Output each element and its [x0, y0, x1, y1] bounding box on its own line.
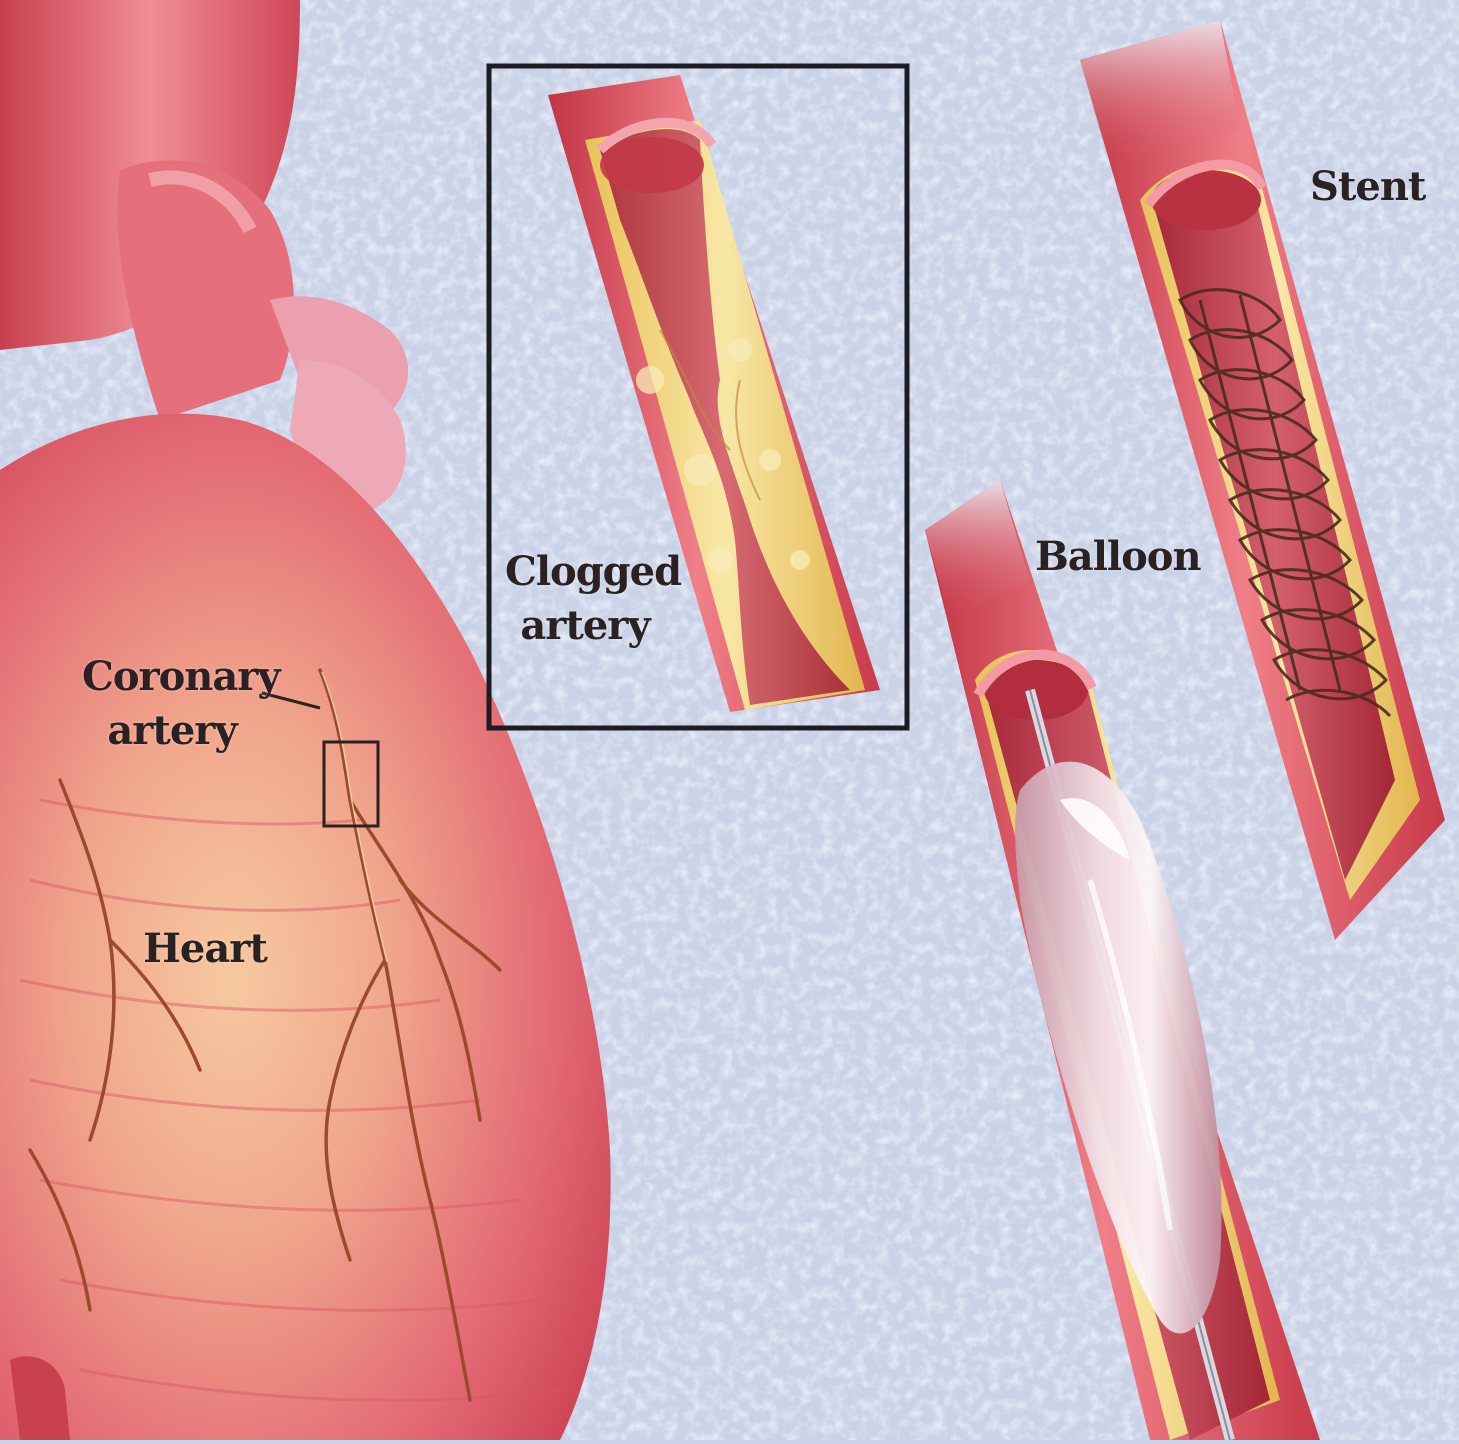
- coronary-artery-label-line1: Coronary: [82, 650, 262, 704]
- clogged-artery-label-line1: Clogged: [505, 545, 665, 599]
- coronary-artery-label-line2: artery: [82, 704, 262, 758]
- coronary-artery-label: Coronary artery: [82, 650, 262, 758]
- stent-label: Stent: [1310, 160, 1420, 214]
- balloon-label: Balloon: [1035, 530, 1185, 584]
- clogged-artery-label-line2: artery: [505, 599, 665, 653]
- heart-label: Heart: [140, 922, 270, 976]
- clogged-artery-label: Clogged artery: [505, 545, 665, 653]
